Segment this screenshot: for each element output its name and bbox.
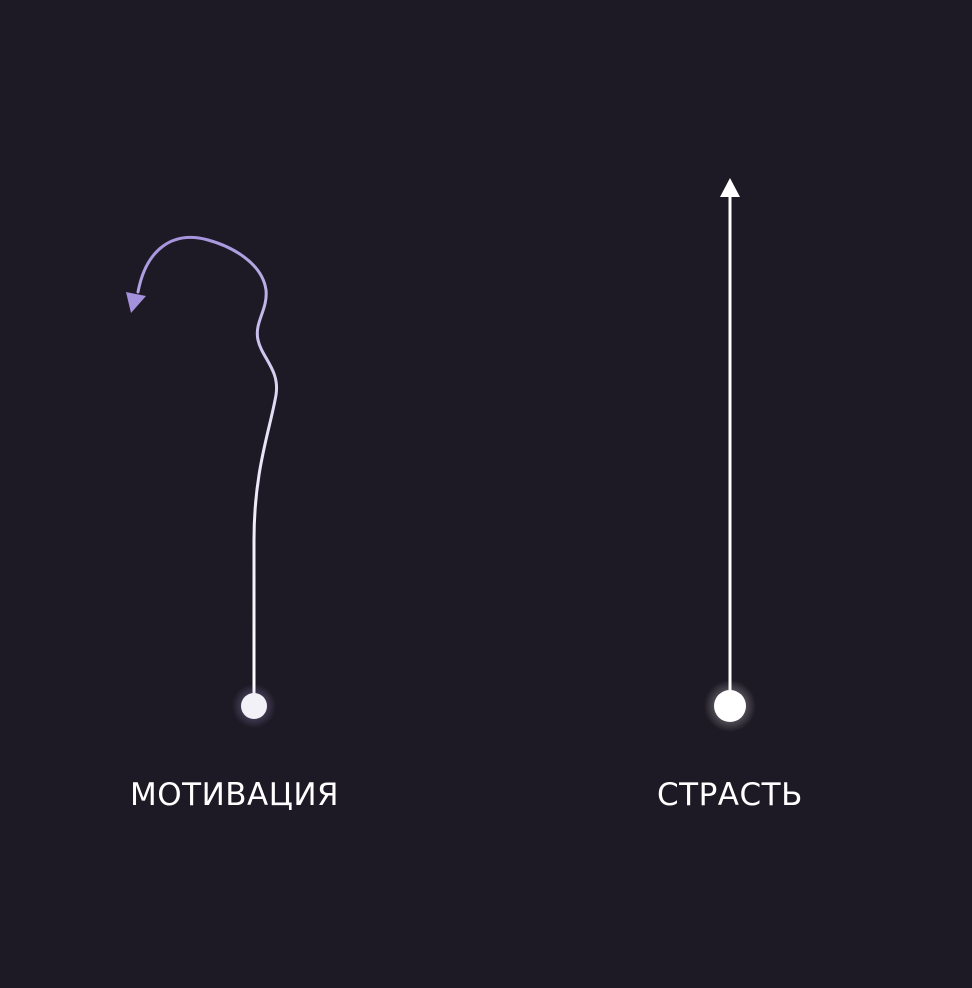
passion-start-dot: [714, 690, 746, 722]
motivation-arrowhead-icon: [126, 292, 146, 313]
motivation-path-group: [126, 235, 279, 728]
passion-label: СТРАСТЬ: [657, 777, 803, 813]
motivation-wavy-line: [136, 235, 279, 702]
motivation-start-dot: [241, 693, 267, 719]
passion-path-group: [704, 178, 756, 732]
passion-arrowhead-icon: [720, 178, 740, 197]
motivation-label: МОТИВАЦИЯ: [130, 777, 340, 813]
